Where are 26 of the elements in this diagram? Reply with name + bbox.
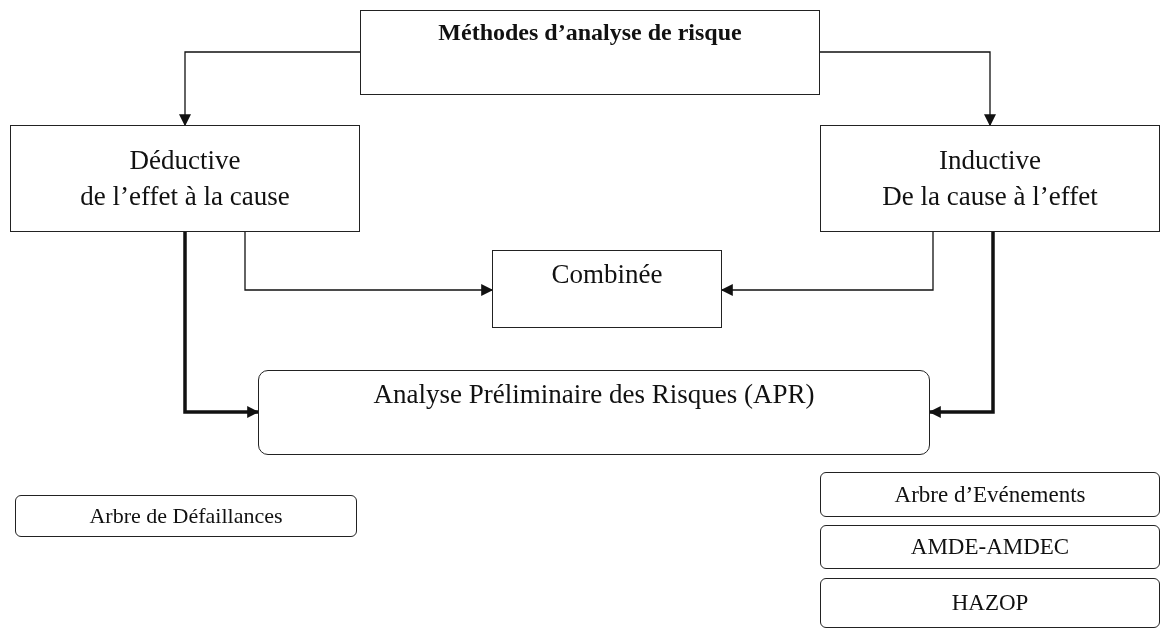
node-text: Méthodes d’analyse de risque bbox=[438, 18, 742, 47]
node-text: Arbre d’Evénements bbox=[894, 480, 1086, 509]
process-box bbox=[360, 10, 820, 95]
rounded-box bbox=[15, 495, 357, 537]
node-text: AMDE-AMDEC bbox=[910, 533, 1070, 562]
node-text: de l’effet à la cause bbox=[80, 179, 290, 213]
node-text: Arbre de Défaillances bbox=[89, 501, 283, 530]
process-box bbox=[820, 125, 1160, 232]
rounded-box bbox=[820, 525, 1160, 569]
process-box bbox=[492, 250, 722, 328]
node-text: Inductive bbox=[939, 144, 1041, 178]
node-text: De la cause à l’effet bbox=[882, 179, 1098, 213]
node-text: Déductive bbox=[129, 144, 241, 178]
arrow bbox=[928, 232, 995, 418]
arrow bbox=[183, 232, 260, 418]
rounded-box bbox=[820, 578, 1160, 628]
process-box bbox=[10, 125, 360, 232]
node-text: Analyse Préliminaire des Risques (APR) bbox=[373, 378, 815, 411]
node-text: Combinée bbox=[551, 258, 663, 291]
node-text: HAZOP bbox=[951, 589, 1029, 618]
rounded-box bbox=[258, 370, 930, 455]
arrow bbox=[244, 231, 494, 296]
rounded-box bbox=[820, 472, 1160, 517]
arrow bbox=[819, 51, 996, 127]
arrow bbox=[179, 51, 361, 127]
arrow bbox=[720, 231, 934, 296]
